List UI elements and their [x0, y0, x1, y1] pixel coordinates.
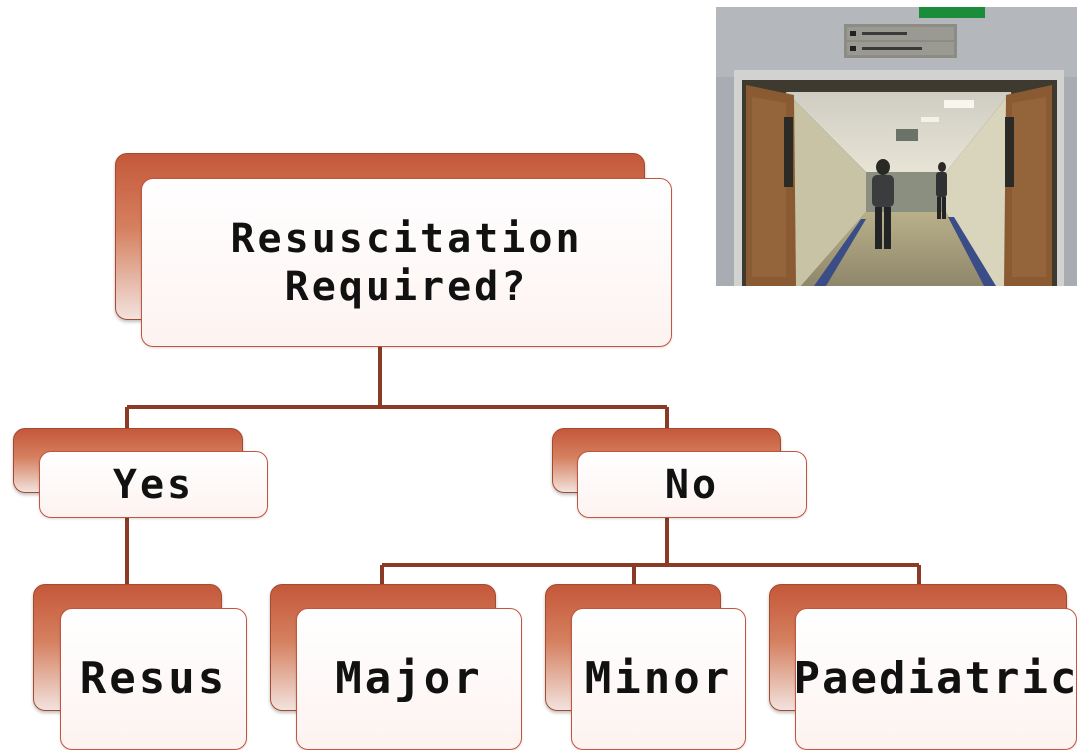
- root-label-line1: Resuscitation: [230, 215, 583, 262]
- root-label-line2: Required?: [284, 263, 529, 310]
- paediatric-label: Paediatric: [793, 652, 1077, 704]
- yes-label: Yes: [112, 461, 195, 508]
- hospital-corridor-photo: [716, 7, 1077, 286]
- no-label: No: [664, 461, 720, 508]
- major-label: Major: [335, 652, 483, 704]
- minor-label: Minor: [584, 652, 733, 704]
- resus-label: Resus: [79, 652, 228, 704]
